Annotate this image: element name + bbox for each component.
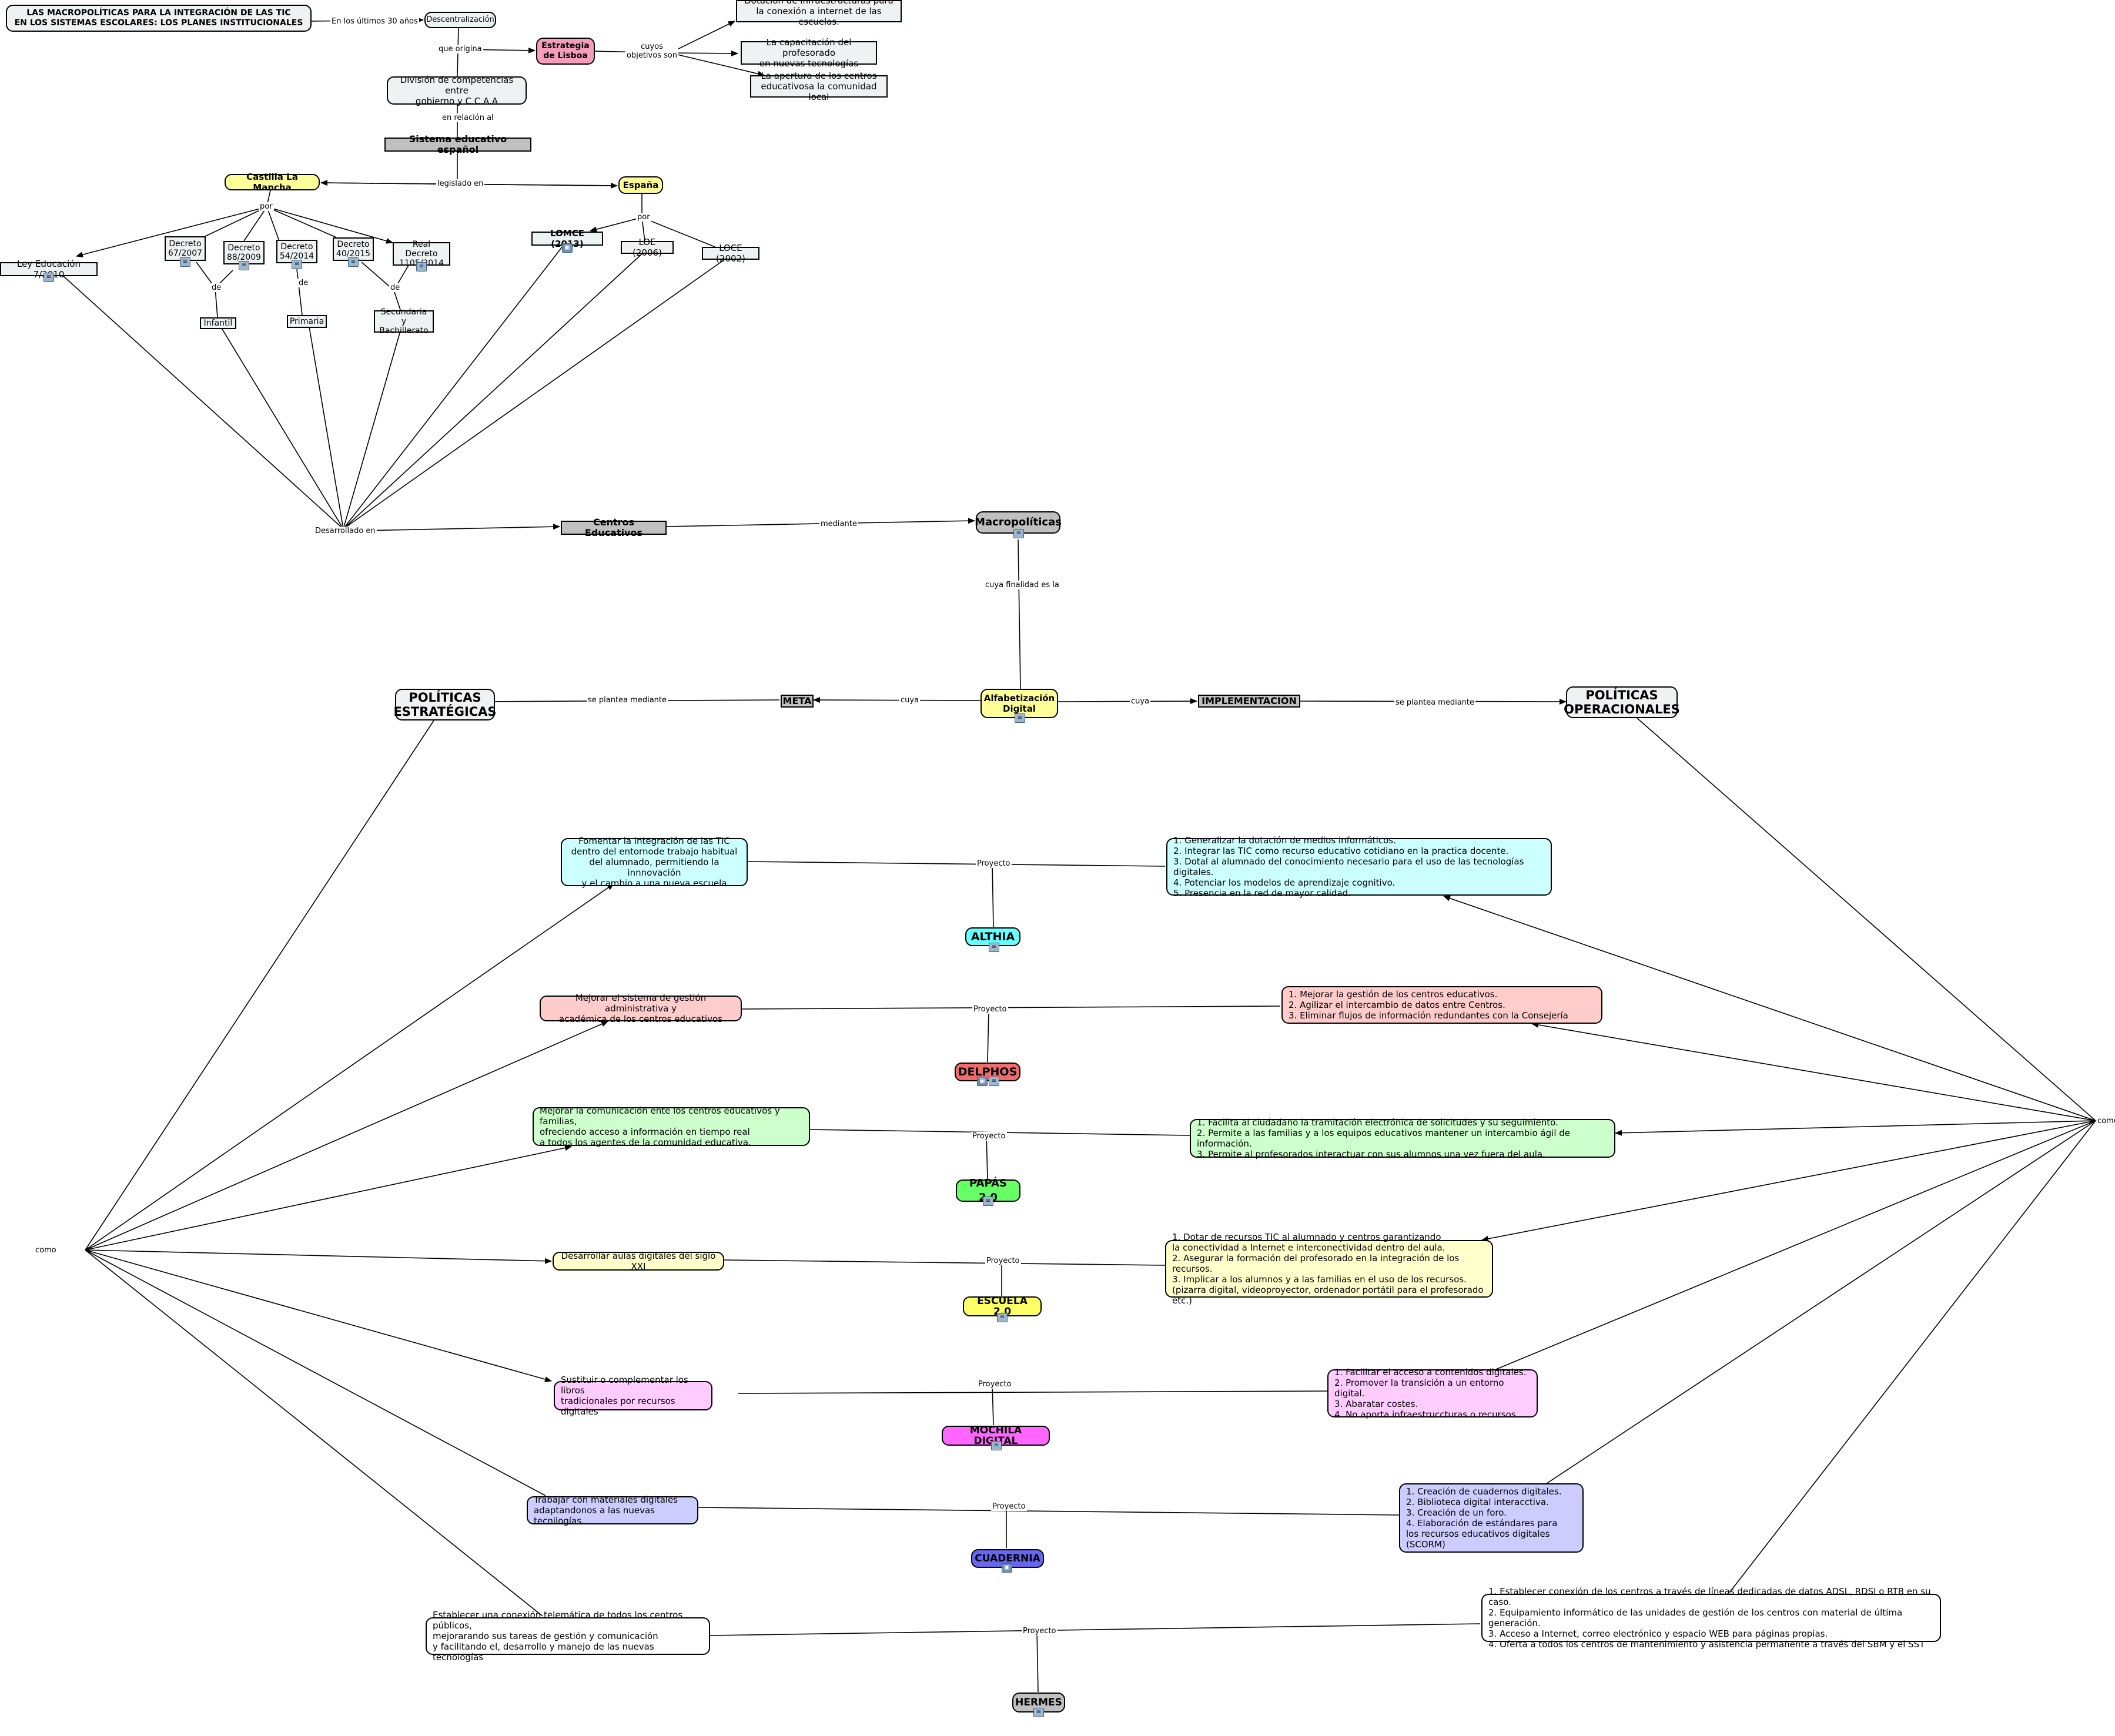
document-icon[interactable]: ≡ [416, 262, 427, 272]
link-label-proyecto-papas: Proyecto [971, 1132, 1007, 1141]
node-centros-educativos[interactable]: Centros Educativos [561, 517, 667, 538]
link-label-proyecto-mochila: Proyecto [977, 1380, 1013, 1389]
document-icon[interactable]: ≡ [292, 260, 302, 269]
document-icon[interactable]: ≡ [348, 257, 359, 267]
mochila-goal[interactable]: Sustituir o complementar los libros trad… [554, 1375, 712, 1417]
node-castilla-la-mancha[interactable]: Castilla La Mancha [225, 172, 320, 193]
link-label-plantea-right: se plantea mediante [1394, 698, 1475, 707]
node-decreto-67-2007[interactable]: Decreto 67/2007 [165, 236, 206, 261]
link-label-cuyos: cuyos objetivos son [625, 42, 679, 60]
image-icon[interactable]: ▣ [1002, 1563, 1012, 1573]
link-label-proyecto-delphos: Proyecto [972, 1005, 1008, 1014]
image-icon[interactable]: ▣ [977, 1077, 988, 1086]
hermes-goal[interactable]: Establecer una conexión telemática de to… [426, 1610, 710, 1663]
node-infantil[interactable]: Infantil [200, 317, 236, 329]
link-label-como-left: como [34, 1246, 58, 1255]
papas-objectives[interactable]: 1. Facilita al ciudadano la tramitación … [1190, 1117, 1615, 1159]
node-real-decreto[interactable]: Real Decreto 1105/2014 [393, 240, 450, 268]
cuadernia-objectives[interactable]: 1. Creación de cuadernos digitales. 2. B… [1399, 1483, 1584, 1553]
node-espana[interactable]: España [618, 176, 663, 194]
link-label-origina: que origina [437, 45, 483, 53]
link-label-de-infantil: de [210, 283, 223, 292]
node-secundaria[interactable]: Secundaria y Bachillerato [374, 307, 434, 336]
document-icon[interactable]: ≡ [989, 943, 999, 952]
link-label-cuya-left: cuya [899, 696, 921, 705]
node-politicas-estrategicas[interactable]: POLÍTICAS ESTRATÉGICAS [393, 689, 497, 720]
node-apertura[interactable]: La apertura de los centros educativosa l… [750, 71, 888, 102]
project-delphos[interactable]: DELPHOS [955, 1063, 1020, 1081]
project-althia[interactable]: ALTHIA [965, 927, 1020, 946]
link-label-de-secundaria: de [389, 283, 401, 292]
link-label-cuya-right: cuya [1130, 697, 1151, 706]
document-icon[interactable]: ≡ [997, 1313, 1008, 1322]
document-icon[interactable]: ≡ [989, 1077, 999, 1086]
node-implementacion[interactable]: IMPLEMENTACIÓN [1198, 695, 1300, 708]
document-icon[interactable]: ≡ [1013, 529, 1024, 538]
escuela-objectives[interactable]: 1. Dotar de recursos TIC al alumnado y c… [1165, 1232, 1493, 1306]
document-icon[interactable]: ≡ [991, 1441, 1002, 1450]
escuela-goal[interactable]: Desarrollar aulas digitales del siglo XX… [553, 1251, 724, 1272]
node-primaria[interactable]: Primaria [287, 315, 327, 328]
link-label-proyecto-althia: Proyecto [976, 859, 1012, 868]
link-label-legislado: legislado en [436, 179, 485, 188]
cuadernia-goal[interactable]: Trabajar con materiales digitales adapta… [527, 1494, 698, 1526]
node-decreto-54-2014[interactable]: Decreto 54/2014 [276, 240, 317, 263]
delphos-goal[interactable]: Mejorar el sistema de gestión administra… [540, 993, 742, 1024]
node-decreto-40-2015[interactable]: Decreto 40/2015 [333, 237, 374, 261]
image-icon[interactable]: ▣ [562, 243, 573, 253]
node-estrategia-lisboa[interactable]: Estrategia de Lisboa [536, 38, 595, 65]
link-label-desarrollado: Desarrollado en [314, 527, 377, 535]
document-icon[interactable]: ≡ [983, 1197, 993, 1206]
node-alfabetizacion-digital[interactable]: Alfabetización Digital [980, 689, 1058, 718]
link-label-proyecto-hermes: Proyecto [1022, 1627, 1058, 1636]
link-label-plantea-left: se plantea mediante [587, 696, 668, 705]
link-label-de-primaria: de [297, 279, 310, 287]
node-capacitacion[interactable]: La capacitación del profesorado en nueva… [741, 37, 877, 69]
document-icon[interactable]: ≡ [1015, 713, 1025, 723]
mochila-objectives[interactable]: 1. Facilitar el acceso a contenidos digi… [1327, 1367, 1538, 1420]
link-label-por-espana: por [636, 213, 651, 222]
delphos-objectives[interactable]: 1. Mejorar la gestión de los centros edu… [1281, 986, 1602, 1024]
hermes-objectives[interactable]: 1. Establecer conexión de los centros a … [1481, 1586, 1941, 1650]
document-icon[interactable]: ≡ [43, 273, 54, 282]
node-division-competencias[interactable]: División de competencias entre gobierno … [387, 75, 527, 106]
node-meta[interactable]: META [781, 695, 814, 708]
althia-goal[interactable]: Fomentar la integración de las TIC dentr… [561, 836, 748, 889]
node-decreto-88-2009[interactable]: Decreto 88/2009 [223, 241, 265, 264]
link-label-proyecto-cuadernia: Proyecto [991, 1502, 1027, 1511]
node-dotacion[interactable]: Dotación de infraestructuras para la con… [736, 0, 902, 27]
document-icon[interactable]: ≡ [239, 261, 249, 270]
link-label-mediante: mediante [819, 520, 858, 528]
node-politicas-operacionales[interactable]: POLÍTICAS OPERACIONALES [1564, 686, 1680, 718]
link-label-ultimos: En los últimos 30 años [330, 17, 419, 26]
link-label-relacion: en relación al [441, 113, 495, 122]
node-sistema-educativo[interactable]: Sistema educativo español [384, 134, 531, 155]
link-label-como-right: como [2096, 1117, 2115, 1125]
althia-objectives[interactable]: 1. Generalizar la dotación de medios inf… [1166, 835, 1552, 899]
node-descentralizacion[interactable]: Descentralización [424, 12, 496, 28]
link-label-finalidad: cuya finalidad es la [984, 581, 1060, 589]
link-label-proyecto-escuela: Proyecto [985, 1256, 1021, 1265]
document-icon[interactable]: ≡ [180, 257, 190, 267]
link-label-por-clm: por [259, 202, 274, 211]
papas-goal[interactable]: Mejorar la comunicación ente los centros… [533, 1105, 810, 1148]
node-loe[interactable]: LOE (2006) [621, 237, 674, 258]
document-icon[interactable]: ≡ [1033, 1708, 1044, 1717]
node-loce[interactable]: LOCE (2002) [702, 243, 759, 264]
map-title: LAS MACROPOLÍTICAS PARA LA INTEGRACIÓN D… [6, 5, 312, 32]
